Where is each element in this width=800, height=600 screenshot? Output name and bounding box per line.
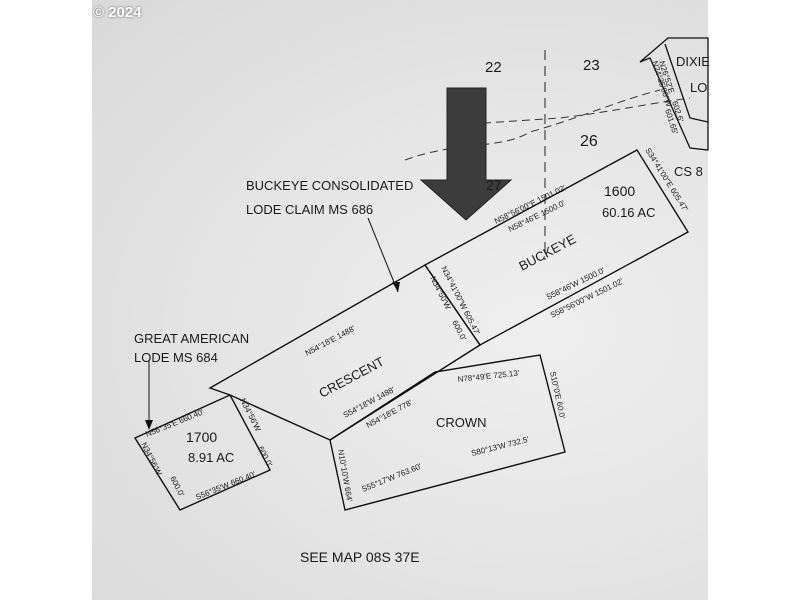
bearing-1700-east-1: N34°56'W [238,397,262,433]
photo-background [92,0,708,600]
buckeye-leader-arrow-icon [392,282,400,292]
bearing-1700-west-1: N34°56'W [139,441,163,477]
bearing-1700-south: S56°35'W 660.40' [194,469,257,501]
section-line-upper [404,89,661,161]
section-26-label: 26 [580,133,598,150]
great-american-leader-arrow-icon [145,420,153,430]
bearing-buckeye-west-3: 600.0' [450,319,468,343]
parcel-1700-boundary [133,394,271,511]
claim-buckeye-label: BUCKEYE [516,231,578,274]
parcel-1600-acres: 60.16 AC [602,205,656,220]
bearing-crown-west: N10°10'W 664' [336,449,354,503]
buckeye-leader-line [367,217,399,293]
parcel-1700-number: 1700 [186,429,217,445]
crown-boundary [329,354,566,511]
section-23-label: 23 [583,57,600,74]
crescent-south-line [329,344,481,441]
lo-label: LO [690,80,707,95]
map-photo [92,0,708,600]
bearing-crescent-north: N54°18'E 1488' [304,324,357,358]
bearing-crown-north: N78°49'E 725.13' [457,369,520,384]
bearing-crown-southwest: S55°17'W 763.60' [360,461,423,493]
parcel-1700-acres: 8.91 AC [188,450,234,465]
north-arrow-icon [419,87,513,221]
bearing-1700-east-2: 600.0' [256,445,274,469]
section-27-label: 27 [486,177,502,193]
parcel-dixie [639,37,709,151]
dixie-label: DIXIE [676,54,710,69]
copyright-watermark: © 2024 [93,4,142,21]
parcel-dixie-inner [664,43,709,123]
see-map-note: SEE MAP 08S 37E [300,549,420,565]
cs-label: CS 8 [674,164,703,179]
buckeye-consolidated-note-line1: BUCKEYE CONSOLIDATED [246,178,413,193]
section-22-label: 22 [485,59,502,76]
bearing-buckeye-east: S34°41'00"E 605.47' [643,146,690,213]
parcel-1600-number: 1600 [604,183,635,199]
great-american-note-line1: GREAT AMERICAN [134,331,249,346]
claim-crown-label: CROWN [436,415,487,430]
buckeye-consolidated-note-line2: LODE CLAIM MS 686 [246,202,373,217]
bearing-crown-south: S80°13'W 732.5' [470,435,530,458]
section-line-lower [469,97,691,125]
great-american-note-line2: LODE MS 684 [134,350,218,365]
